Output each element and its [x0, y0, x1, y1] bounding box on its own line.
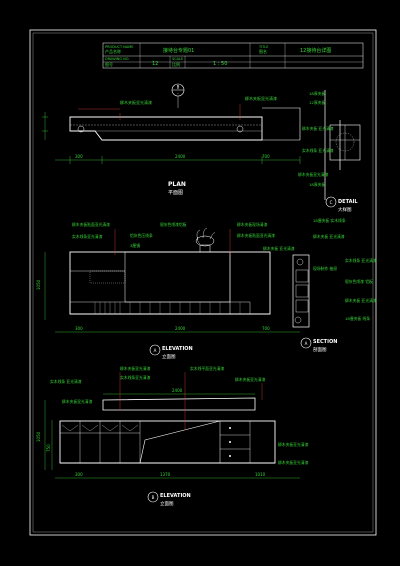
elev-b-dim-v1: 1050: [36, 431, 41, 442]
title-block: PRODUCT NAME 产品名称 接待台专题01 TITLE 图名 12接待台…: [102, 42, 364, 69]
product-name-en: PRODUCT NAME: [105, 45, 134, 49]
scale-value: 1 : 50: [213, 61, 227, 67]
elev-a-label-5: 铝灰色压线条: [130, 233, 153, 238]
elev-b-label-right-1: 柳木夹板亚光清漆: [278, 442, 309, 447]
elev-a-label-6: 柳木夹板贴面亚光清漆: [237, 233, 275, 238]
elev-b-title-cn: 立面图: [160, 500, 174, 507]
plan-marker-letter: B: [177, 85, 180, 90]
detail-label-2: 12厚夹板: [309, 100, 325, 105]
detail-label-4: 实木线条 亚光清漆: [302, 148, 334, 153]
detail-marker-letter: C: [330, 200, 333, 205]
elev-a-label-7: 3厘镜: [130, 243, 140, 248]
section-marker-circle: [300, 337, 312, 349]
detail-label-1: 18厚夹板: [309, 91, 325, 96]
elev-b-top-slab: [102, 397, 256, 411]
elev-b-label-left-1: 实木线条 亚光清漆: [50, 379, 82, 384]
elev-b-door-panels: [61, 424, 139, 432]
sheet-border: [29, 29, 377, 536]
detail-label-3: 柳木夹板 亚光清漆: [302, 126, 334, 131]
elev-a-label-2: 实木线条亚光清漆: [72, 234, 103, 239]
sheet-inner-border: [32, 32, 374, 533]
elev-b-dim-1: 300: [75, 472, 83, 477]
plan-marker-sub: -: [177, 91, 179, 96]
elev-a-label-1: 柳木夹板贴面亚光清漆: [72, 222, 110, 227]
section-label-4: 现场制作 抽屉: [313, 266, 337, 271]
elev-a-label-4: 柳木夹板现场清漆: [237, 222, 268, 227]
section-marker-letter: A: [305, 341, 308, 346]
scale-en: SCALE: [172, 57, 183, 61]
drawing-no-en: DRAWING NO.: [105, 57, 129, 61]
plan-counter-outline: [69, 116, 263, 141]
elevation-a-view: 柳木夹板贴面亚光清漆 实木线条亚光清漆 银灰色喷漆铝板 柳木夹板现场清漆 铝灰色…: [36, 222, 300, 360]
drawing-no-value: 12: [152, 61, 158, 67]
elev-a-label-3: 银灰色喷漆铝板: [160, 222, 187, 227]
elev-b-label-3: 实木线平面亚光清漆: [190, 366, 224, 371]
elev-b-marker-circle: [147, 491, 159, 503]
detail-label-5: 柳木夹板显光清漆: [298, 172, 329, 177]
plan-dim-3: 700: [262, 154, 270, 159]
product-name-cn: 产品名称: [105, 48, 121, 54]
section-title-cn: 剖面图: [313, 346, 327, 353]
title-cn: 图名: [259, 48, 267, 54]
plan-label-top-right: 柳木夹板显光清漆: [245, 95, 277, 101]
elev-b-title-en: ELEVATION: [160, 493, 191, 499]
section-label-7: 18厘夹板 线条: [345, 316, 370, 321]
detail-marker-circle: [325, 196, 337, 208]
plan-dim-1: 300: [75, 154, 83, 159]
title-en: TITLE: [258, 45, 268, 49]
elev-a-dim-2: 2400: [175, 326, 186, 331]
elev-a-marker-circle: [149, 344, 161, 356]
product-value: 接待台专题01: [163, 47, 194, 54]
drawing-no-cn: 图号: [105, 61, 113, 67]
elev-b-label-right-2: 柳木夹板亚光清漆: [278, 460, 309, 465]
plan-title-cn: 平面图: [168, 190, 183, 196]
section-title-en: SECTION: [313, 339, 337, 345]
detail-view: 18厚夹板 12厚夹板 柳木夹板 亚光清漆 实木线条 亚光清漆 柳木夹板显光清漆…: [298, 90, 361, 213]
elev-b-dim-top: 2400: [172, 388, 183, 393]
elev-a-dim-1: 300: [75, 326, 83, 331]
elev-b-dim-3: 1010: [255, 472, 266, 477]
detail-title-cn: 大样图: [338, 206, 352, 213]
section-label-5: 银灰色喷漆 铝板: [345, 279, 373, 284]
elev-b-label-2: 实木线条亚光清漆: [120, 375, 151, 380]
detail-title-en: DETAIL: [338, 199, 358, 205]
plan-view: B - 柳木夹板显光清漆 柳木夹板显光清漆 300 2400 700 PLAN …: [42, 83, 301, 196]
elev-a-label-right: 柳木夹板 亚光清漆: [263, 246, 295, 251]
scale-cn: 比例: [172, 61, 180, 67]
elev-b-label-left-2: 柳木夹板显光清漆: [62, 399, 93, 404]
elev-b-dim-v2: 750: [46, 444, 51, 452]
plan-title-en: PLAN: [168, 181, 186, 188]
title-value: 12接待台详图: [300, 47, 331, 54]
elev-a-marker-letter: A: [154, 348, 157, 353]
elev-b-dim-2: 1370: [160, 472, 171, 477]
elev-a-title-en: ELEVATION: [162, 346, 193, 352]
elev-b-label-1: 柳木夹板显光清漆: [120, 366, 151, 371]
elev-b-marker-letter: B: [152, 495, 155, 500]
section-label-3: 实木线条 亚光清漆: [345, 258, 377, 263]
section-view: 18厘夹板 实木线条 柳木夹板 亚光清漆 实木线条 亚光清漆 现场制作 抽屉 银…: [292, 218, 377, 353]
plan-dim-2: 2400: [175, 154, 186, 159]
plan-label-top-left: 柳木夹板显光清漆: [120, 99, 152, 105]
section-label-6: 柳木夹板 亚光清漆: [345, 298, 377, 303]
flower-vase-icon: [195, 227, 216, 253]
elevation-b-view: 柳木夹板显光清漆 实木线条亚光清漆 实木线平面亚光清漆 柳木夹板亚光清漆 实木线…: [36, 366, 309, 507]
elev-a-title-cn: 立面图: [162, 353, 176, 360]
elev-a-dim-3: 700: [262, 326, 270, 331]
section-label-2: 柳木夹板 亚光清漆: [313, 234, 345, 239]
elev-a-dim-v: 1050: [36, 279, 41, 290]
elev-b-label-4: 柳木夹板亚光清漆: [235, 377, 266, 382]
detail-label-6: 18厚夹板: [309, 182, 325, 187]
elev-a-plinth-pattern: [94, 302, 241, 314]
section-label-1: 18厘夹板 实木线条: [313, 218, 346, 223]
